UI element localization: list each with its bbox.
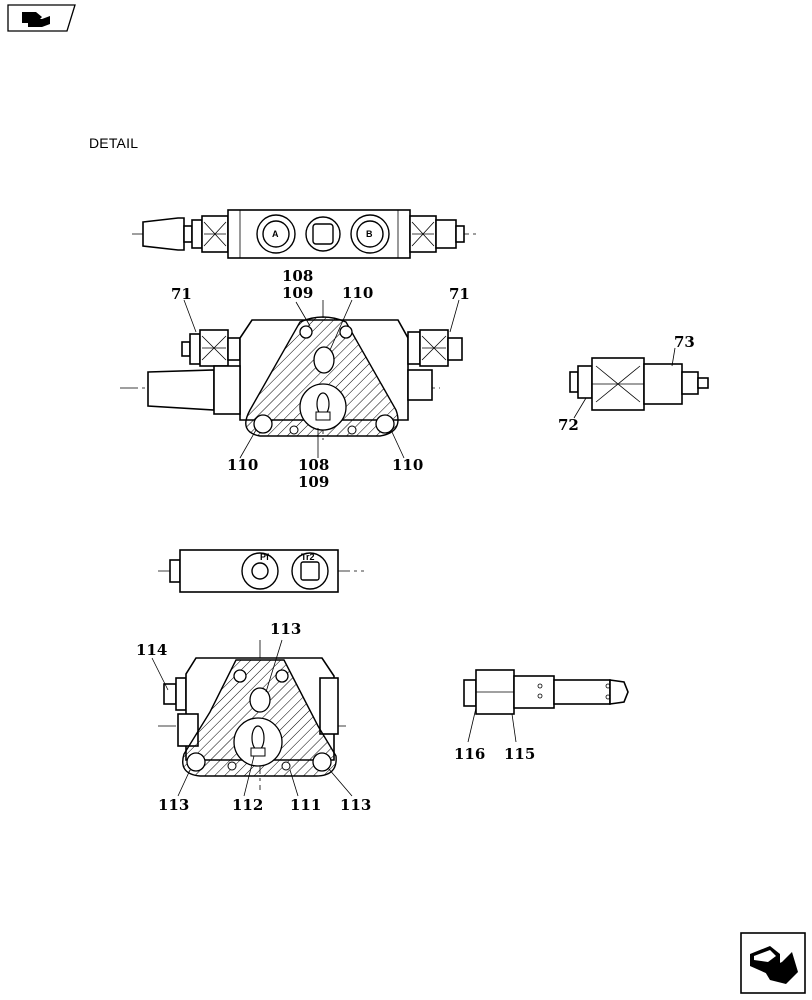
callout-71-right: 71 [449, 285, 470, 303]
port-pf-label: Pf [260, 552, 270, 562]
callout-108-bottom: 108 [298, 456, 329, 474]
callout-110-left: 110 [227, 456, 258, 474]
callout-113-left: 113 [158, 796, 189, 814]
port-tr2-label: Tr2 [301, 552, 315, 562]
callout-109-top: 109 [282, 284, 313, 302]
nav-book-arrow-icon[interactable] [6, 4, 76, 32]
callout-115: 115 [504, 745, 535, 763]
valve-section-top-view [132, 209, 478, 259]
relief-valve [569, 347, 709, 419]
callout-73: 73 [674, 333, 695, 351]
port-b-label: B [366, 229, 373, 239]
next-page-arrow-icon[interactable] [740, 932, 806, 994]
valve-section-cutaway [120, 299, 463, 459]
callout-112: 112 [232, 796, 263, 814]
port-a-label: A [272, 229, 279, 239]
callout-114: 114 [136, 641, 167, 659]
callout-110-right: 110 [392, 456, 423, 474]
valve-side-view [158, 549, 364, 593]
callout-111: 111 [290, 796, 321, 814]
callout-113-right: 113 [340, 796, 371, 814]
detail-title: DETAIL [89, 135, 139, 151]
callout-113-top: 113 [270, 620, 301, 638]
callout-108-top: 108 [282, 267, 313, 285]
callout-109-bottom: 109 [298, 473, 329, 491]
callout-116: 116 [454, 745, 485, 763]
callout-110-top: 110 [342, 284, 373, 302]
plug-assembly [463, 669, 629, 743]
callout-72: 72 [558, 416, 579, 434]
callout-71-left: 71 [171, 285, 192, 303]
inlet-section-cutaway [151, 639, 353, 797]
